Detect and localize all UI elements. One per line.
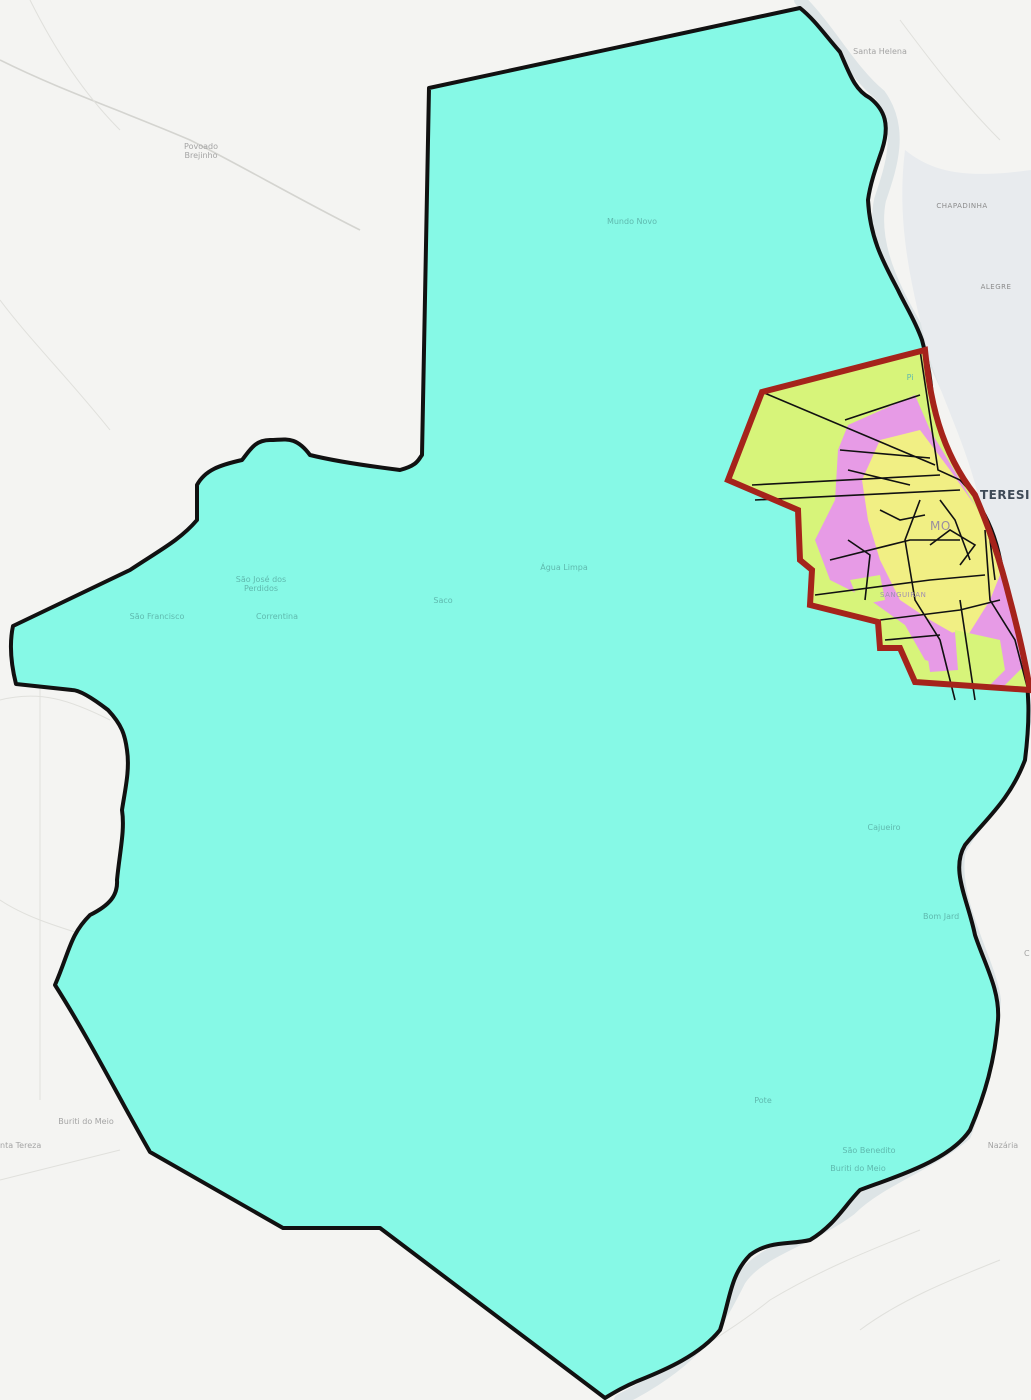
place-saco: Saco <box>433 596 452 605</box>
place-sanguiran-partial: SANGUIRAN <box>880 591 926 599</box>
place-cajueiro: Cajueiro <box>868 823 901 832</box>
place-teresina: TERESI <box>980 488 1030 502</box>
urban-zone-boundary[interactable] <box>724 346 1031 694</box>
place-santa-tereza: nta Tereza <box>0 1141 41 1150</box>
place-brejinho: Brejinho <box>184 151 217 160</box>
place-mundo-novo: Mundo Novo <box>607 217 657 226</box>
place-santa-helena: Santa Helena <box>853 47 907 56</box>
urban-zoning[interactable] <box>724 346 1031 701</box>
place-timon-partial: MO <box>930 519 951 533</box>
place-sao-jose-line2: Perdidos <box>244 584 278 593</box>
zone-green-patch-mid <box>850 575 885 605</box>
place-bom-jardim: Bom Jard <box>923 912 959 921</box>
place-buriti-do-meio-west: Buriti do Meio <box>58 1117 114 1126</box>
place-c-partial: C <box>1024 949 1030 958</box>
place-sao-francisco: São Francisco <box>130 612 185 621</box>
place-sao-jose-line1: São José dos <box>236 574 286 584</box>
place-correntina: Correntina <box>256 612 298 621</box>
place-povoado: Povoado <box>184 142 218 151</box>
place-alegre: ALEGRE <box>981 283 1012 291</box>
place-pi-partial: Pi <box>907 373 914 382</box>
place-labels: Santa Helena Povoado Brejinho CHAPADINHA… <box>0 47 1030 1173</box>
place-buriti-do-meio-east: Buriti do Meio <box>830 1164 886 1173</box>
place-nazaria: Nazária <box>988 1141 1019 1150</box>
place-agua-limpa: Água Limpa <box>540 561 588 572</box>
place-pote: Pote <box>754 1096 772 1105</box>
place-chapadinha: CHAPADINHA <box>936 202 987 210</box>
zone-pink-patch <box>925 632 958 672</box>
place-sao-benedito: São Benedito <box>842 1146 895 1155</box>
